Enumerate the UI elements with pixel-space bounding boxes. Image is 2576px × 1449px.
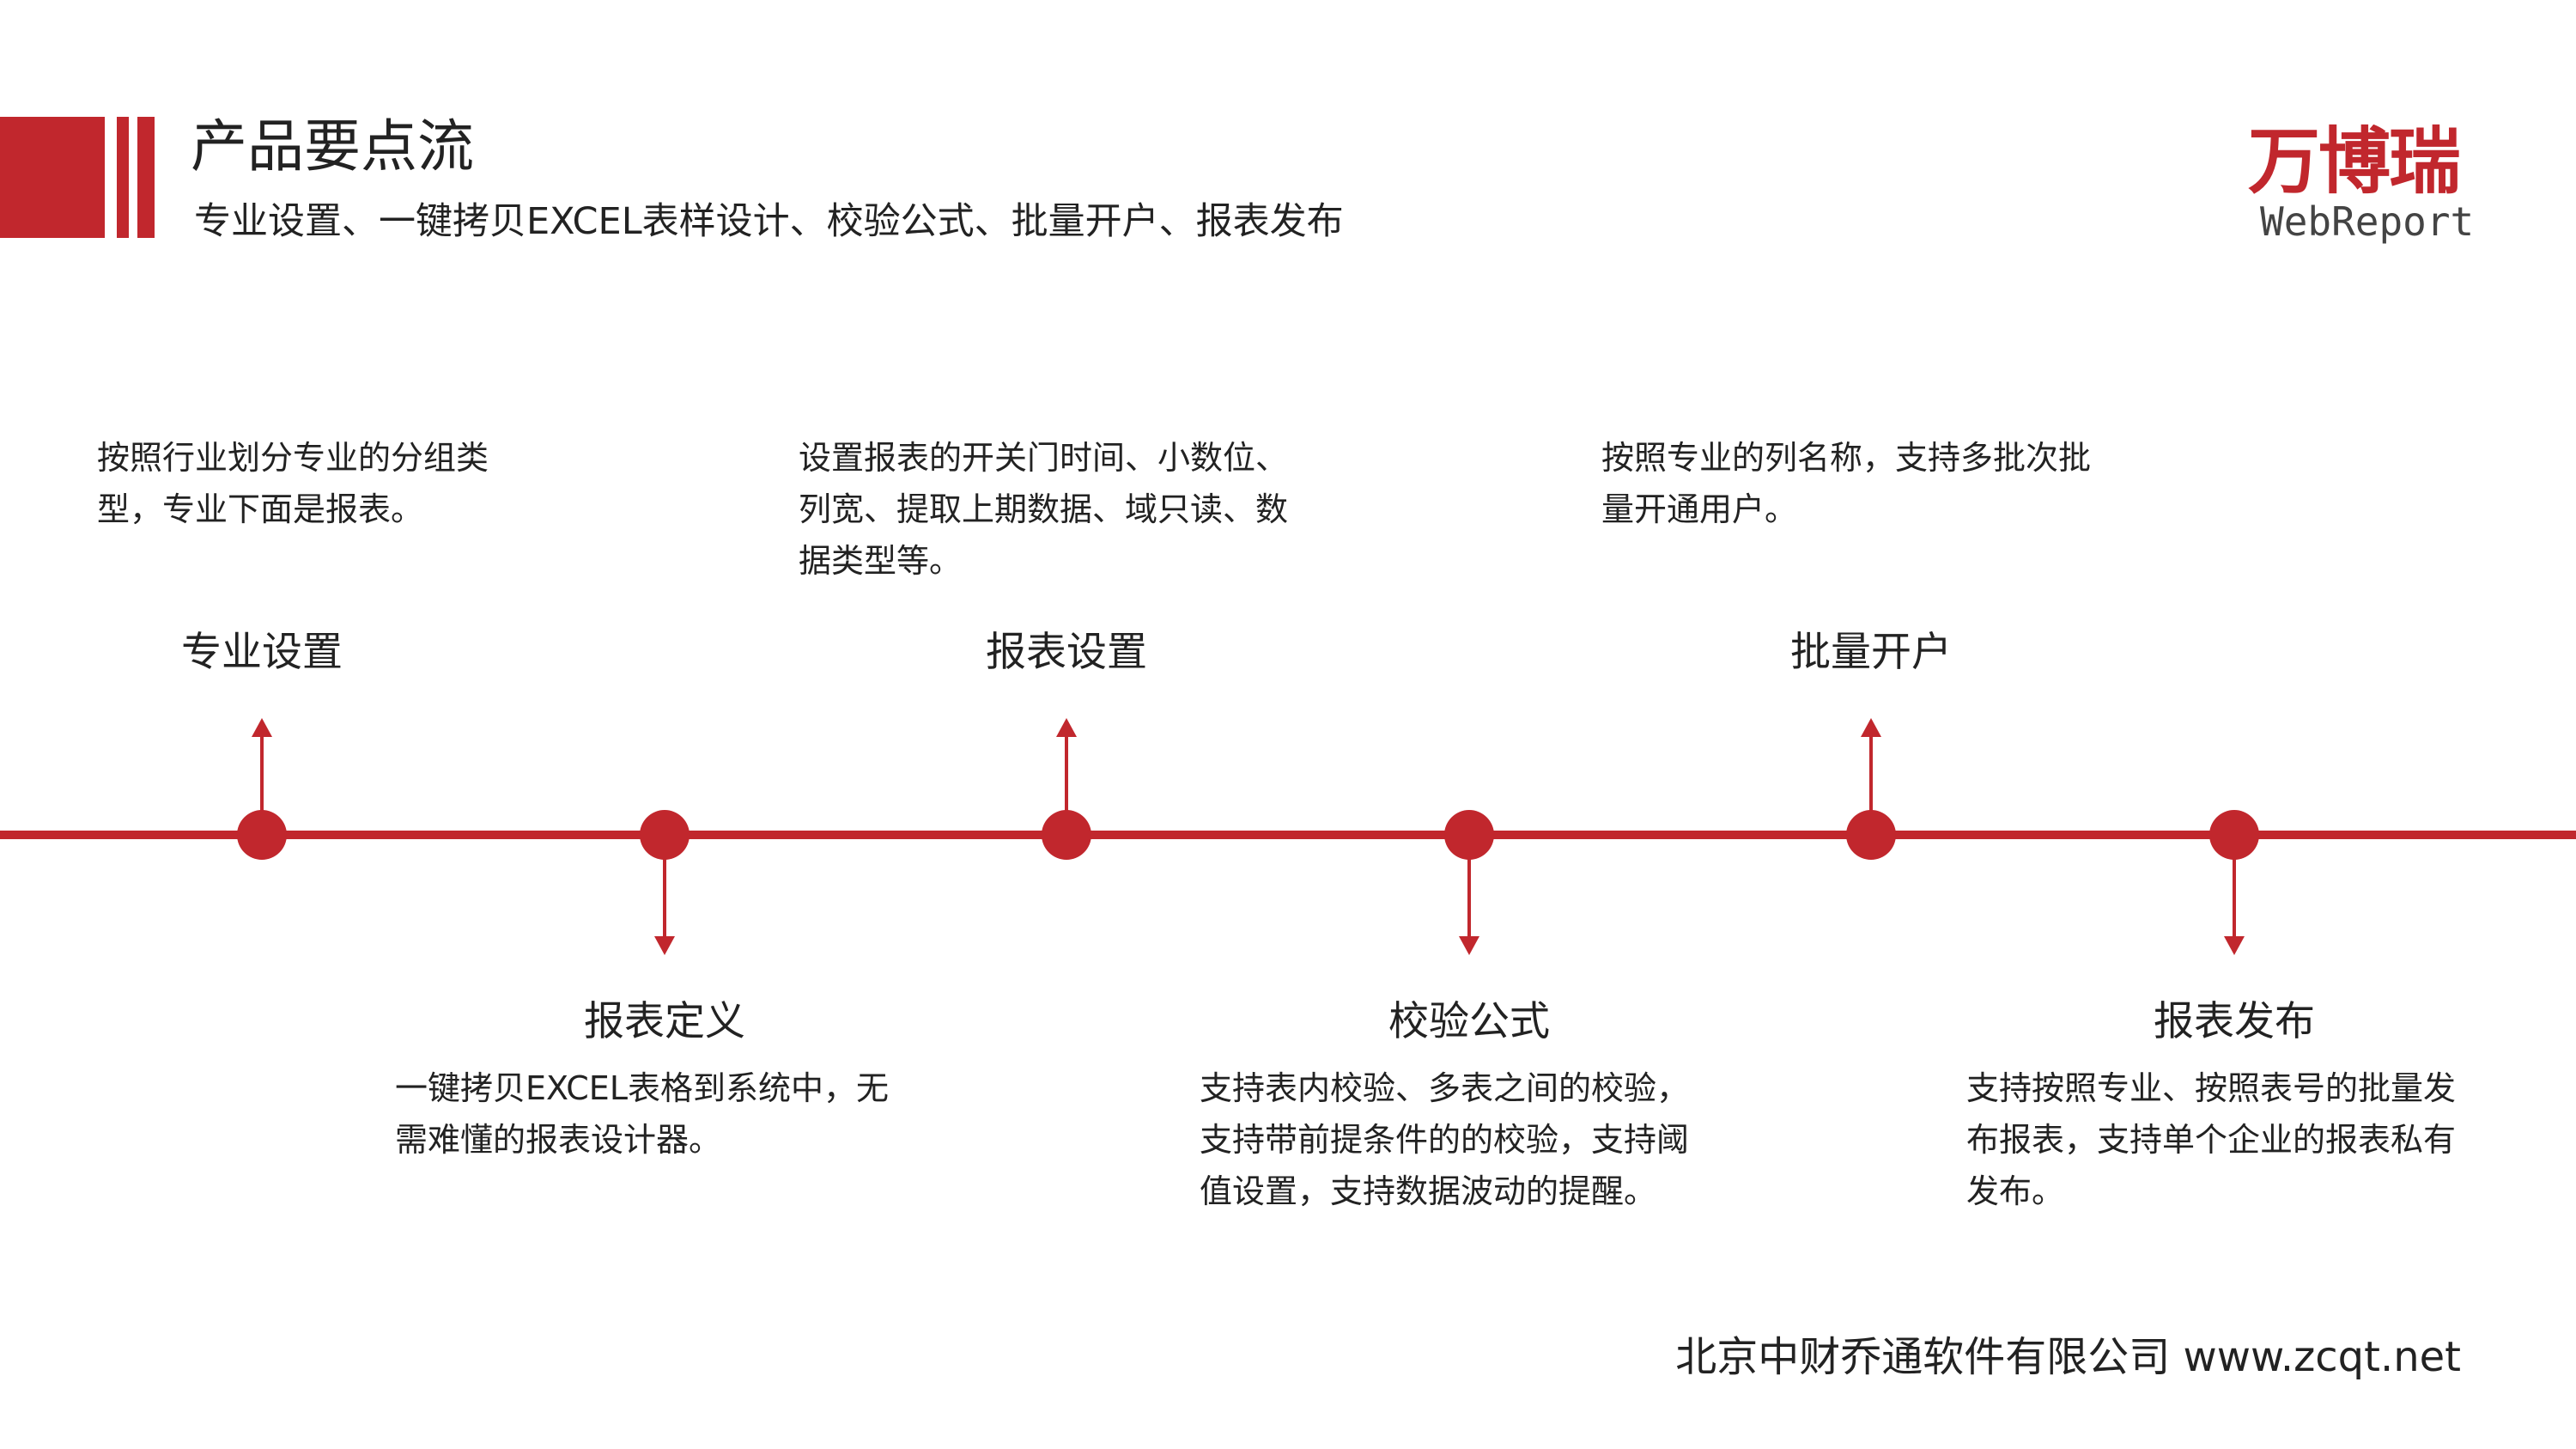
node-description: 支持按照专业、按照表号的批量发 布报表，支持单个企业的报表私有 发布。 (1966, 1062, 2456, 1217)
header-accent-stripe (117, 117, 129, 238)
node-description: 按照专业的列名称，支持多批次批 量开通用户。 (1601, 432, 2091, 535)
arrow-up-icon (1056, 718, 1077, 737)
timeline-node-dot (1042, 810, 1091, 860)
footer-company: 北京中财乔通软件有限公司 www.zcqt.net (1675, 1333, 2461, 1381)
node-description-line: 一键拷贝EXCEL表格到系统中，无 (395, 1069, 889, 1107)
node-description-line: 设置报表的开关门时间、小数位、 (799, 439, 1289, 477)
timeline-node-dot (237, 810, 287, 860)
arrow-up-icon (252, 718, 272, 737)
node-description-line: 支持按照专业、按照表号的批量发 (1966, 1069, 2457, 1107)
node-title: 校验公式 (1388, 998, 1550, 1045)
node-description: 按照行业划分专业的分组类 型，专业下面是报表。 (97, 432, 489, 535)
timeline-node-dot (1444, 810, 1494, 860)
node-description-line: 发布。 (1966, 1172, 2065, 1210)
arrow-down-icon (2224, 936, 2245, 955)
node-description-line: 布报表，支持单个企业的报表私有 (1966, 1121, 2457, 1159)
node-description-line: 按照行业划分专业的分组类 (97, 439, 489, 477)
arrow-up-icon (1861, 718, 1881, 737)
header-accent-block (0, 117, 105, 238)
arrow-down-icon (1459, 936, 1479, 955)
node-title: 报表定义 (584, 998, 745, 1045)
brand-logo-cn: 万博瑞 (2248, 119, 2461, 204)
timeline-node-dot (1846, 810, 1896, 860)
node-description-line: 值设置，支持数据波动的提醒。 (1200, 1172, 1657, 1210)
node-description: 支持表内校验、多表之间的校验， 支持带前提条件的的校验，支持阈 值设置，支持数据… (1200, 1062, 1689, 1217)
brand-logo-en: WebReport (2260, 198, 2475, 245)
header-accent-stripe (137, 117, 155, 238)
node-title: 报表发布 (2154, 998, 2315, 1045)
node-description-line: 支持表内校验、多表之间的校验， (1200, 1069, 1690, 1107)
node-description-line: 列宽、提取上期数据、域只读、数 (799, 490, 1289, 528)
node-description-line: 按照专业的列名称，支持多批次批 (1601, 439, 2092, 477)
node-description-line: 需难懂的报表设计器。 (395, 1121, 722, 1159)
node-description-line: 量开通用户。 (1601, 490, 1798, 528)
node-description-line: 据类型等。 (799, 542, 963, 580)
node-description-line: 型，专业下面是报表。 (97, 490, 424, 528)
arrow-down-icon (654, 936, 675, 955)
node-title: 批量开户 (1790, 629, 1952, 676)
timeline-node-dot (2209, 810, 2259, 860)
page-subtitle: 专业设置、一键拷贝EXCEL表样设计、校验公式、批量开户、报表发布 (194, 200, 1344, 243)
node-description-line: 支持带前提条件的的校验，支持阈 (1200, 1121, 1690, 1159)
node-description: 一键拷贝EXCEL表格到系统中，无 需难懂的报表设计器。 (395, 1062, 889, 1166)
node-description: 设置报表的开关门时间、小数位、 列宽、提取上期数据、域只读、数 据类型等。 (799, 432, 1288, 587)
node-title: 专业设置 (181, 629, 343, 676)
timeline-node-dot (640, 810, 690, 860)
node-title: 报表设置 (986, 629, 1147, 676)
page-title: 产品要点流 (191, 113, 474, 180)
